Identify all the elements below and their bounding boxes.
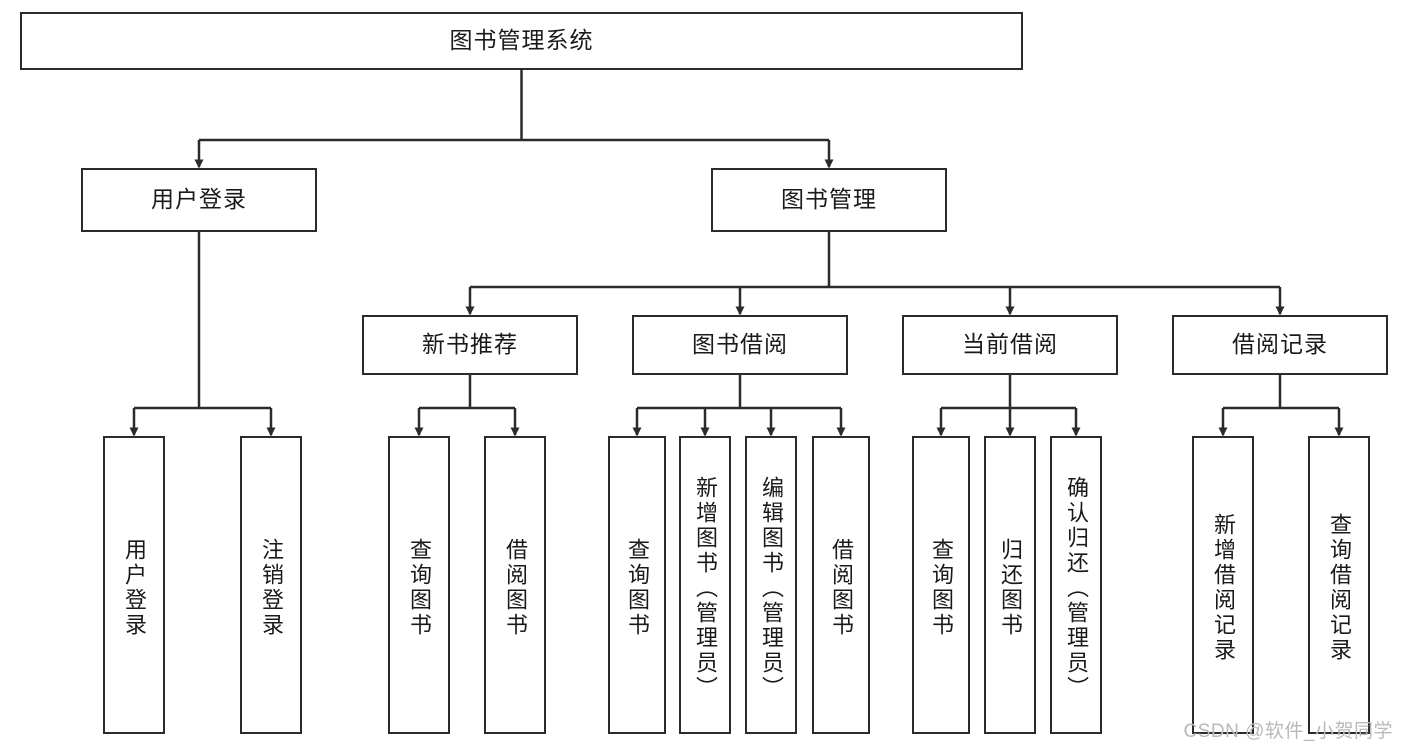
node-label: 注销登录	[258, 538, 284, 638]
node-leaf-bb-add[interactable]: 新增图书（管理员）	[679, 436, 731, 734]
node-label: 查询图书	[406, 538, 432, 638]
node-leaf-cb-query[interactable]: 查询图书	[912, 436, 970, 734]
node-label: 编辑图书（管理员）	[758, 475, 784, 701]
node-label: 当前借阅	[962, 331, 1058, 358]
node-book-borrow[interactable]: 图书借阅	[632, 315, 848, 375]
node-label: 查询图书	[624, 538, 650, 638]
node-root[interactable]: 图书管理系统	[20, 12, 1023, 70]
node-leaf-bb-borrow[interactable]: 借阅图书	[812, 436, 870, 734]
node-leaf-bb-query[interactable]: 查询图书	[608, 436, 666, 734]
node-label: 图书借阅	[692, 331, 788, 358]
node-leaf-user-login[interactable]: 用户登录	[103, 436, 165, 734]
node-borrow-record[interactable]: 借阅记录	[1172, 315, 1388, 375]
node-label: 借阅图书	[502, 538, 528, 638]
node-label: 新增图书（管理员）	[692, 475, 718, 701]
node-leaf-bb-edit[interactable]: 编辑图书（管理员）	[745, 436, 797, 734]
node-leaf-br-query[interactable]: 查询借阅记录	[1308, 436, 1370, 734]
node-leaf-cb-confirm[interactable]: 确认归还（管理员）	[1050, 436, 1102, 734]
node-label: 借阅记录	[1232, 331, 1328, 358]
node-leaf-cb-return[interactable]: 归还图书	[984, 436, 1036, 734]
node-leaf-rec-query[interactable]: 查询图书	[388, 436, 450, 734]
node-label: 新书推荐	[422, 331, 518, 358]
node-label: 图书管理系统	[449, 27, 594, 54]
node-label: 查询借阅记录	[1326, 513, 1352, 663]
node-new-book-rec[interactable]: 新书推荐	[362, 315, 578, 375]
node-user-login[interactable]: 用户登录	[81, 168, 317, 232]
node-label: 借阅图书	[828, 538, 854, 638]
node-leaf-rec-borrow[interactable]: 借阅图书	[484, 436, 546, 734]
node-label: 新增借阅记录	[1210, 513, 1236, 663]
node-label: 图书管理	[781, 186, 877, 213]
node-leaf-user-logout[interactable]: 注销登录	[240, 436, 302, 734]
node-label: 用户登录	[121, 538, 147, 638]
node-label: 用户登录	[151, 186, 247, 213]
node-current-borrow[interactable]: 当前借阅	[902, 315, 1118, 375]
node-book-manage[interactable]: 图书管理	[711, 168, 947, 232]
node-leaf-br-add[interactable]: 新增借阅记录	[1192, 436, 1254, 734]
node-label: 查询图书	[928, 538, 954, 638]
node-label: 确认归还（管理员）	[1063, 475, 1089, 701]
node-label: 归还图书	[997, 538, 1023, 638]
